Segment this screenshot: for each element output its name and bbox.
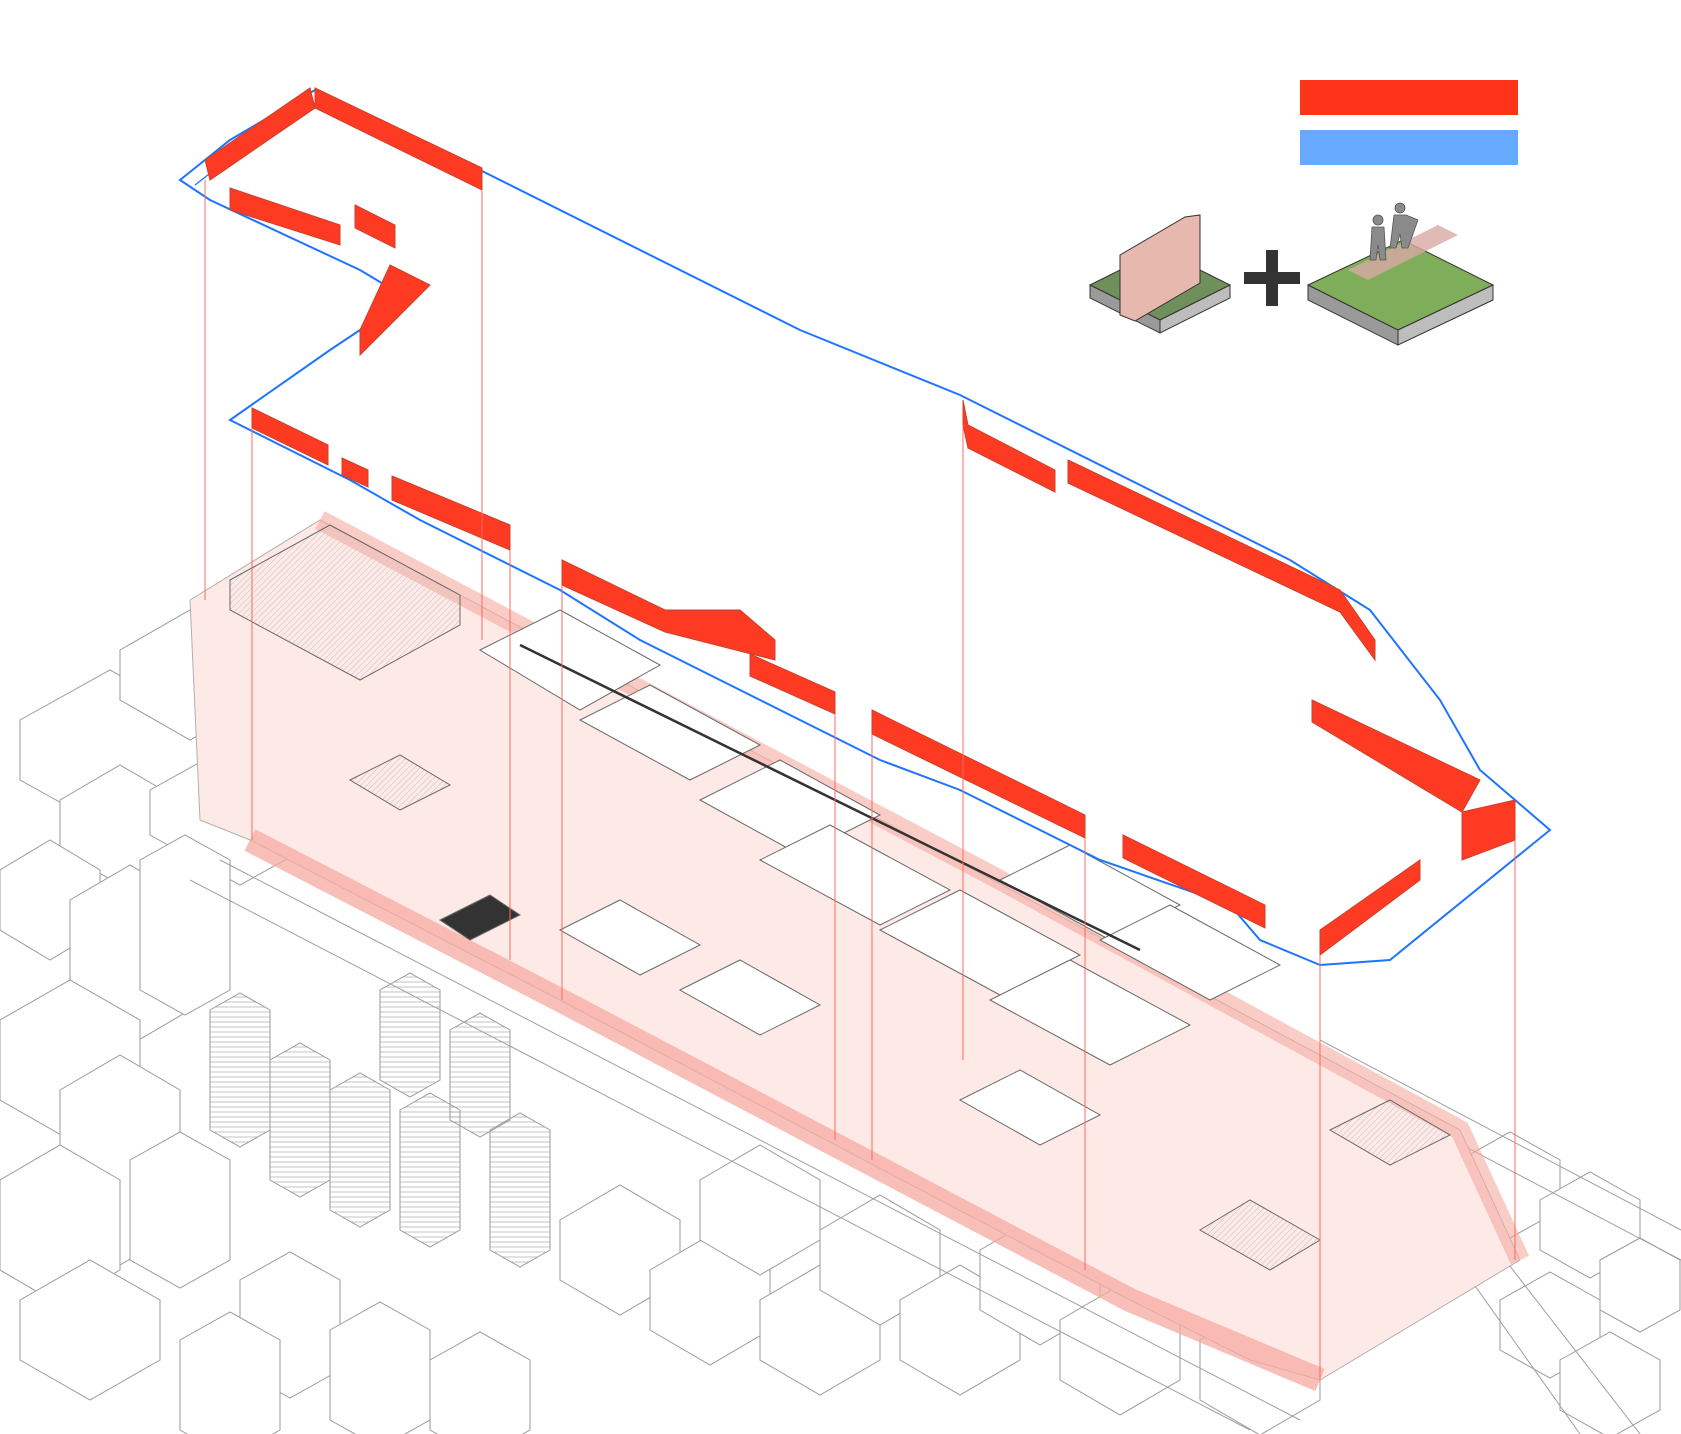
- legend-swatch-blue: [1300, 130, 1518, 165]
- context-building: [19, 1259, 161, 1401]
- factory-building: [758, 824, 952, 926]
- context-building: [139, 834, 231, 1016]
- legend-swatch-red: [1300, 80, 1518, 115]
- residential-tower: [269, 1042, 331, 1198]
- context-building: [129, 1131, 231, 1289]
- factory-building: [998, 844, 1182, 941]
- wall-segment: [341, 457, 369, 488]
- plus-icon: [1244, 250, 1300, 306]
- residential-tower: [379, 972, 441, 1098]
- residential-tower: [449, 1012, 511, 1138]
- context-building: [429, 1331, 531, 1434]
- factory-hall: [229, 524, 461, 681]
- wall-segment: [314, 87, 483, 191]
- industrial-structure: [348, 754, 452, 811]
- context-building: [1559, 1331, 1661, 1434]
- residential-tower: [489, 1112, 551, 1268]
- wall-segment: [561, 559, 776, 661]
- wall-segment: [251, 407, 329, 466]
- wall-segment: [359, 264, 431, 357]
- railway-track: [519, 643, 1141, 952]
- factory-building: [678, 959, 822, 1036]
- factory-hall: [1328, 1099, 1452, 1166]
- pedestrian-figures: [1369, 202, 1419, 261]
- residential-tower: [209, 992, 271, 1148]
- projection-lines: [204, 180, 1516, 1380]
- city-context: [0, 609, 1681, 1434]
- factory-building: [958, 1069, 1102, 1146]
- wall-segment: [1067, 459, 1376, 662]
- factory-building: [988, 959, 1192, 1066]
- walkway-with-pedestrians-icon: [1306, 202, 1495, 346]
- factory-buildings: [229, 524, 1452, 1271]
- wall-segment: [962, 399, 1056, 493]
- ground-band-edge: [244, 829, 1325, 1392]
- wall-segment: [1311, 699, 1481, 813]
- residential-tower: [329, 1072, 391, 1228]
- residential-tower: [399, 1092, 461, 1248]
- factory-building: [558, 899, 702, 976]
- industrial-structure: [439, 894, 521, 941]
- path-outline: [178, 88, 1552, 967]
- wall-segment: [749, 653, 836, 715]
- context-building: [329, 1301, 431, 1434]
- wall-segment: [204, 87, 316, 181]
- wall-segments: [204, 87, 1516, 956]
- context-building: [179, 1311, 281, 1434]
- wall-segment: [1461, 799, 1516, 861]
- factory-building: [878, 889, 1082, 996]
- wall-block-icon: [1088, 214, 1232, 334]
- wall-segment: [1319, 859, 1421, 956]
- wall-segment: [1122, 834, 1266, 929]
- wall-segment: [229, 187, 341, 246]
- factory-building: [478, 609, 662, 711]
- wall-segment: [354, 204, 396, 249]
- factory-building: [1098, 904, 1282, 1001]
